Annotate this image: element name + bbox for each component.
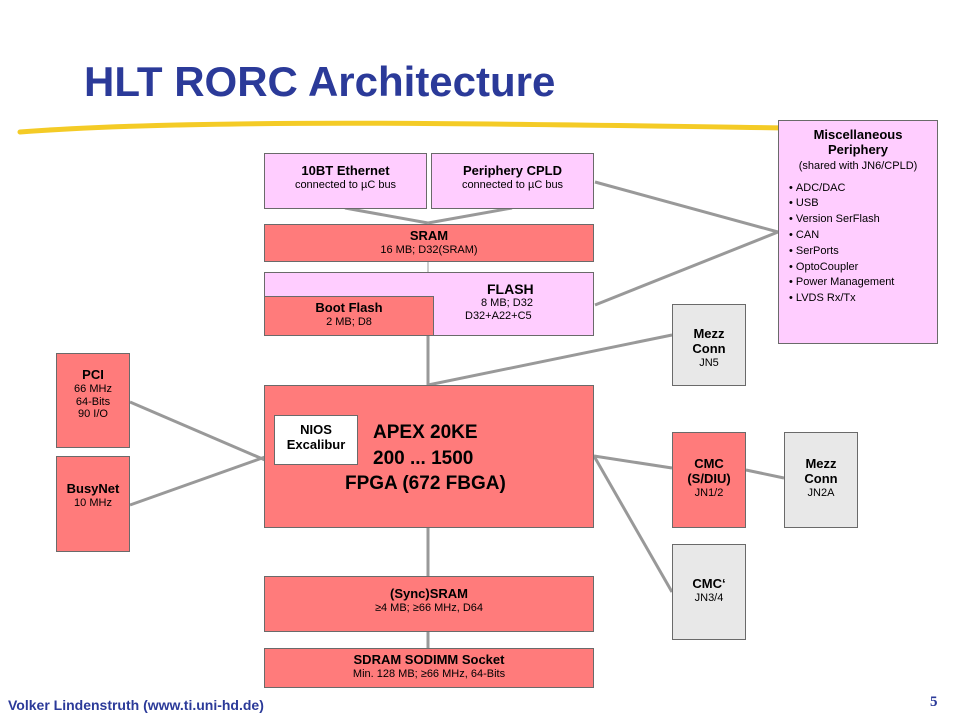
ethernet-subtitle: connected to µC bus xyxy=(294,178,397,191)
mezz-jn2a-subtitle: JN2A xyxy=(807,486,835,499)
misc-title: Miscellaneous Periphery xyxy=(813,127,903,157)
sync-sram-box: (Sync)SRAM ≥4 MB; ≥66 MHz, D64 xyxy=(264,576,594,632)
wire-busynet-fpga xyxy=(129,455,266,507)
cmc-subtitle: JN1/2 xyxy=(694,486,724,499)
pci-subtitle-2: 64-Bits xyxy=(75,395,111,408)
sync-sram-subtitle: ≥4 MB; ≥66 MHz, D64 xyxy=(374,601,484,614)
misc-item: SerPorts xyxy=(789,244,937,260)
sram-box: SRAM 16 MB; D32(SRAM) xyxy=(264,224,594,262)
cmc-prime-title: CMC‘ xyxy=(692,576,726,591)
misc-periphery-box: Miscellaneous Periphery (shared with JN6… xyxy=(778,120,938,344)
ethernet-box: 10BT Ethernet connected to µC bus xyxy=(264,153,427,209)
busynet-subtitle: 10 MHz xyxy=(74,496,112,509)
nios-line-2: Excalibur xyxy=(286,436,346,452)
cpld-title: Periphery CPLD xyxy=(463,163,562,178)
misc-subtitle: (shared with JN6/CPLD) xyxy=(798,159,918,172)
misc-item: USB xyxy=(789,196,937,212)
cpld-subtitle: connected to µC bus xyxy=(461,178,564,191)
mezz-jn5-title-1: Mezz xyxy=(693,326,725,341)
title-underline xyxy=(17,120,793,135)
page-number: 5 xyxy=(930,694,938,710)
misc-item: CAN xyxy=(789,228,937,244)
wire-fpga-cmc2 xyxy=(592,455,674,593)
cmc-title-2: (S/DIU) xyxy=(687,470,731,486)
boot-flash-title: Boot Flash xyxy=(315,300,383,315)
misc-item: ADC/DAC xyxy=(789,181,937,197)
slide-title: HLT RORC Architecture xyxy=(84,58,556,105)
wire-cmc-mezz2 xyxy=(745,468,785,480)
nios-box: NIOS Excalibur xyxy=(274,415,358,465)
cmc-title-1: CMC xyxy=(694,456,724,471)
cmc-prime-box: CMC‘ JN3/4 xyxy=(672,544,746,640)
sync-sram-title: (Sync)SRAM xyxy=(389,586,468,601)
fpga-line-1: APEX 20KE xyxy=(373,422,478,443)
sdram-title: SDRAM SODIMM Socket xyxy=(353,652,505,667)
flash-title: FLASH xyxy=(487,281,534,297)
wire-cpld-misc xyxy=(594,180,779,234)
mezz-jn2a-title-1: Mezz xyxy=(805,456,837,471)
sdram-subtitle: Min. 128 MB; ≥66 MHz, 64-Bits xyxy=(352,667,506,680)
wire-fpga-cmc xyxy=(593,454,673,470)
ethernet-title: 10BT Ethernet xyxy=(301,163,390,178)
sdram-box: SDRAM SODIMM Socket Min. 128 MB; ≥66 MHz… xyxy=(264,648,594,688)
sram-title: SRAM xyxy=(409,228,449,243)
wire-flash-misc xyxy=(594,230,779,307)
mezz-conn-jn5-box: Mezz Conn JN5 xyxy=(672,304,746,386)
pci-title: PCI xyxy=(82,367,104,382)
pci-subtitle-3: 90 I/O xyxy=(78,408,108,421)
footer-author: Volker Lindenstruth (www.ti.uni-hd.de) xyxy=(8,697,264,713)
busynet-box: BusyNet 10 MHz xyxy=(56,456,130,552)
misc-item: OptoCoupler xyxy=(789,260,937,276)
misc-item: LVDS Rx/Tx xyxy=(789,291,937,307)
pci-box: PCI 66 MHz 64-Bits 90 I/O xyxy=(56,353,130,448)
boot-flash-subtitle: 2 MB; D8 xyxy=(326,315,372,328)
busynet-title: BusyNet xyxy=(66,481,120,496)
fpga-line-3: FPGA (672 FBGA) xyxy=(345,473,506,495)
wire-pci-fpga xyxy=(129,400,266,462)
nios-line-1: NIOS xyxy=(300,422,332,437)
wire-cpld-sram xyxy=(427,206,513,225)
fpga-box: APEX 20KE 200 ... 1500 FPGA (672 FBGA) xyxy=(264,385,594,528)
mezz-jn2a-title-2: Conn xyxy=(804,470,838,486)
misc-item: Power Management xyxy=(789,275,937,291)
fpga-line-2: 200 ... 1500 xyxy=(373,447,474,469)
mezz-conn-jn2a-box: Mezz Conn JN2A xyxy=(784,432,858,528)
misc-periphery-list: ADC/DAC USB Version SerFlash CAN SerPort… xyxy=(779,181,937,307)
wire-fpga-mezz1 xyxy=(427,333,673,387)
cmc-sdiu-box: CMC (S/DIU) JN1/2 xyxy=(672,432,746,528)
misc-item: Version SerFlash xyxy=(789,212,937,228)
mezz-jn5-subtitle: JN5 xyxy=(699,356,719,369)
cmc-prime-subtitle: JN3/4 xyxy=(694,591,724,604)
boot-flash-box: Boot Flash 2 MB; D8 xyxy=(264,296,434,336)
flash-subtitle-2: D32+A22+C5 xyxy=(465,309,532,322)
wire-ethernet-sram xyxy=(344,206,429,225)
sram-subtitle: 16 MB; D32(SRAM) xyxy=(380,243,478,256)
periphery-cpld-box: Periphery CPLD connected to µC bus xyxy=(431,153,594,209)
mezz-jn5-title-2: Conn xyxy=(692,340,726,356)
flash-subtitle-1: 8 MB; D32 xyxy=(481,297,533,310)
pci-subtitle-1: 66 MHz xyxy=(74,382,112,395)
